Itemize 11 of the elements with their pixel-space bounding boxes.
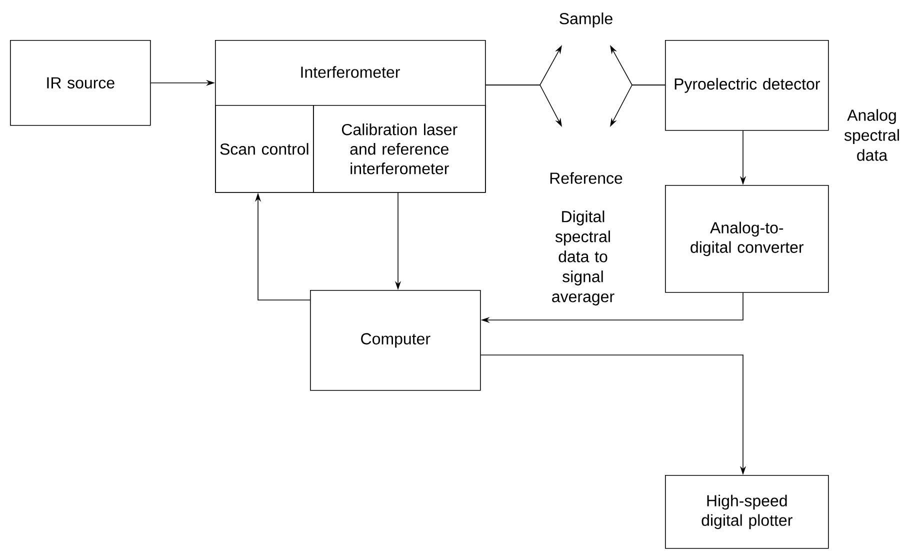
node-text: Reference	[550, 172, 622, 184]
process-box: Pyroelectric detector	[665, 40, 829, 131]
process-box: Calibration laser and reference interferometer	[313, 105, 486, 193]
process-box: Computer	[310, 290, 481, 391]
note-text: Digital spectral data to signal averager	[552, 210, 614, 306]
process-box: Analog-to-digital converter	[665, 185, 829, 293]
node-text: Sample	[560, 12, 612, 28]
process-box: High-speed digital plotter	[665, 475, 829, 549]
process-box: IR source	[10, 40, 151, 126]
process-box: Scan control	[215, 105, 314, 193]
note-text: Analog spectral data	[844, 109, 899, 161]
